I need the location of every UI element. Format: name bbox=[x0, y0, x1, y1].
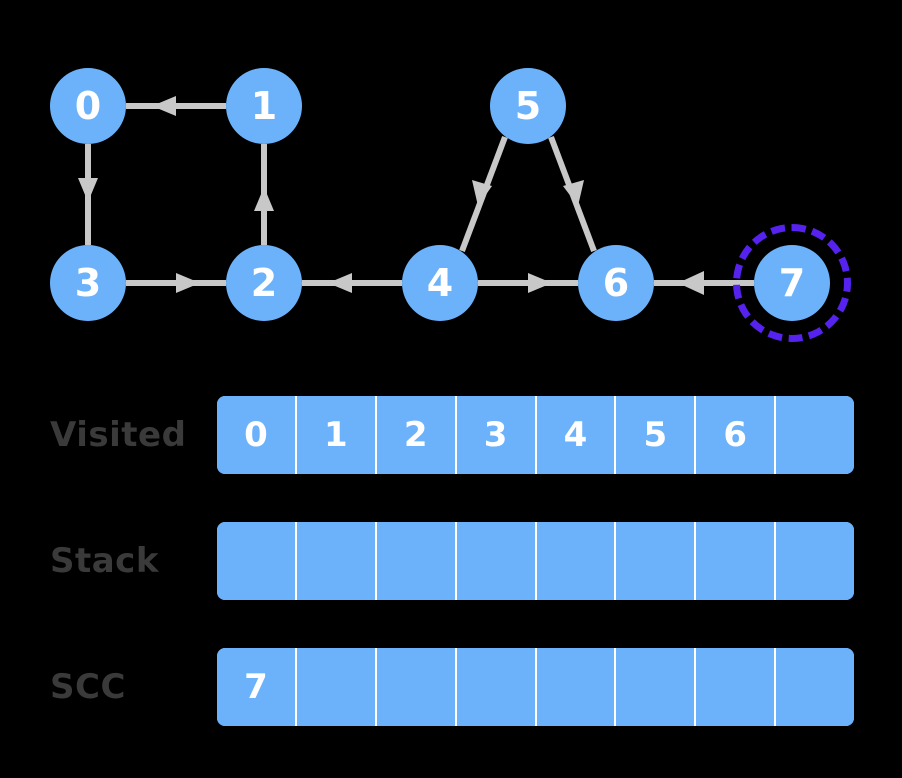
edge-5-to-4-arrowhead bbox=[472, 180, 492, 206]
edge-1-to-0-arrowhead bbox=[152, 96, 176, 116]
visited-cell[interactable]: 6 bbox=[696, 396, 777, 474]
scc-cell[interactable] bbox=[456, 648, 537, 726]
visited-row-label: Visited bbox=[50, 415, 187, 455]
scc-row-label: SCC bbox=[50, 667, 126, 707]
visited-cell[interactable]: 1 bbox=[296, 396, 377, 474]
edge-0-to-3-arrowhead bbox=[78, 178, 98, 202]
state-arrays: Visited 0 1 2 3 4 5 6 Stack bbox=[0, 380, 902, 778]
visited-cell[interactable]: 4 bbox=[536, 396, 617, 474]
scc-cells: 7 bbox=[217, 648, 854, 726]
visited-cell[interactable]: 0 bbox=[217, 396, 297, 474]
scc-cell[interactable] bbox=[776, 648, 854, 726]
scc-cell[interactable] bbox=[696, 648, 777, 726]
visited-cells: 0 1 2 3 4 5 6 bbox=[217, 396, 854, 474]
graph-node-5[interactable]: 5 bbox=[490, 68, 566, 144]
edge-7-to-6-arrowhead bbox=[678, 271, 704, 295]
scc-cell[interactable]: 7 bbox=[217, 648, 297, 726]
visited-row: Visited 0 1 2 3 4 5 6 bbox=[0, 396, 902, 474]
edge-6-to-5-arrowhead bbox=[563, 180, 584, 206]
stack-row: Stack bbox=[0, 522, 902, 600]
graph-node-7[interactable]: 7 bbox=[754, 245, 830, 321]
visited-cell[interactable]: 3 bbox=[456, 396, 537, 474]
edge-4-to-6-arrowhead bbox=[528, 273, 552, 293]
stack-cell[interactable] bbox=[456, 522, 537, 600]
visited-cell[interactable]: 5 bbox=[616, 396, 697, 474]
stack-cell[interactable] bbox=[296, 522, 377, 600]
stack-cell[interactable] bbox=[217, 522, 297, 600]
graph-node-3[interactable]: 3 bbox=[50, 245, 126, 321]
graph-node-2[interactable]: 2 bbox=[226, 245, 302, 321]
graph-node-4[interactable]: 4 bbox=[402, 245, 478, 321]
visited-cell[interactable] bbox=[776, 396, 854, 474]
graph-canvas: 0 1 5 3 2 4 6 7 bbox=[0, 0, 902, 380]
scc-cell[interactable] bbox=[536, 648, 617, 726]
stack-row-label: Stack bbox=[50, 541, 159, 581]
graph-edges-svg bbox=[78, 96, 754, 295]
scc-row: SCC 7 bbox=[0, 648, 902, 726]
visited-cell[interactable]: 2 bbox=[376, 396, 457, 474]
edge-group bbox=[78, 96, 754, 295]
edge-3-to-2-arrowhead bbox=[176, 273, 200, 293]
stack-cell[interactable] bbox=[776, 522, 854, 600]
edge-2-to-1-arrowhead bbox=[254, 187, 274, 211]
stack-cells bbox=[217, 522, 854, 600]
graph-node-1[interactable]: 1 bbox=[226, 68, 302, 144]
stack-cell[interactable] bbox=[696, 522, 777, 600]
stack-cell[interactable] bbox=[536, 522, 617, 600]
scc-cell[interactable] bbox=[616, 648, 697, 726]
scc-cell[interactable] bbox=[376, 648, 457, 726]
graph-nodes: 0 1 5 3 2 4 6 7 bbox=[0, 0, 902, 380]
graph-node-6[interactable]: 6 bbox=[578, 245, 654, 321]
stack-cell[interactable] bbox=[616, 522, 697, 600]
edge-4-to-2-arrowhead bbox=[328, 273, 352, 293]
graph-node-0[interactable]: 0 bbox=[50, 68, 126, 144]
scc-cell[interactable] bbox=[296, 648, 377, 726]
stack-cell[interactable] bbox=[376, 522, 457, 600]
